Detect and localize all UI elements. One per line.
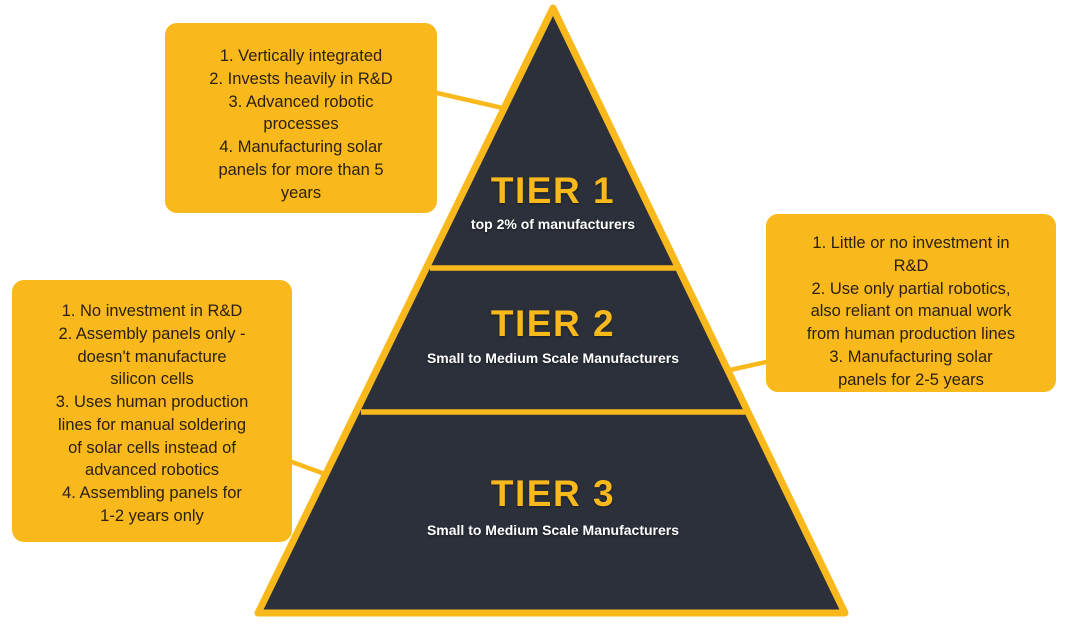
callout-line: 4. Manufacturing solar	[219, 138, 383, 157]
callout-line: panels for more than 5	[218, 160, 384, 179]
callout-line: lines for manual soldering	[57, 415, 247, 434]
callout-line: also reliant on manual work	[810, 302, 1012, 321]
callout-line: years	[280, 183, 322, 202]
callout-line: 1-2 years only	[100, 506, 204, 525]
callout-box-tier-1: 1. Vertically integrated 2. Invests heavi…	[165, 23, 437, 213]
pyramid-body	[254, 4, 849, 617]
callout-line: 3. Manufacturing solar	[829, 347, 993, 366]
callout-box-tier-3: 1. No investment in R&D 2. Assembly panel…	[12, 280, 292, 542]
callout-line: 1. Little or no investment in	[812, 234, 1010, 252]
callout-line: 2. Assembly panels only -	[58, 324, 246, 343]
callout-box-tier-2: 1. Little or no investment in R&D 2. Use o…	[766, 214, 1056, 392]
callout-line: from human production lines	[806, 325, 1016, 344]
callout-line: processes	[263, 115, 339, 134]
callout-line: panels for 2-5 years	[838, 370, 984, 389]
connector-line-tier-2	[727, 359, 769, 373]
callout-line: 2. Invests heavily in R&D	[209, 69, 393, 88]
callout-line: 2. Use only partial robotics,	[811, 279, 1011, 298]
callout-line: of solar cells instead of	[68, 438, 236, 457]
callout-line: 1. No investment in R&D	[61, 302, 243, 320]
callout-line: R&D	[893, 256, 929, 275]
callout-line: 3. Advanced robotic	[228, 92, 374, 111]
callout-line: 1. Vertically integrated	[219, 47, 383, 65]
callout-line: 3. Uses human production	[55, 393, 249, 412]
callout-line: silicon cells	[110, 370, 194, 389]
callout-line: doesn't manufacture	[77, 347, 227, 366]
callout-line: 4. Assembling panels for	[62, 484, 242, 503]
callout-line: advanced robotics	[85, 461, 219, 480]
